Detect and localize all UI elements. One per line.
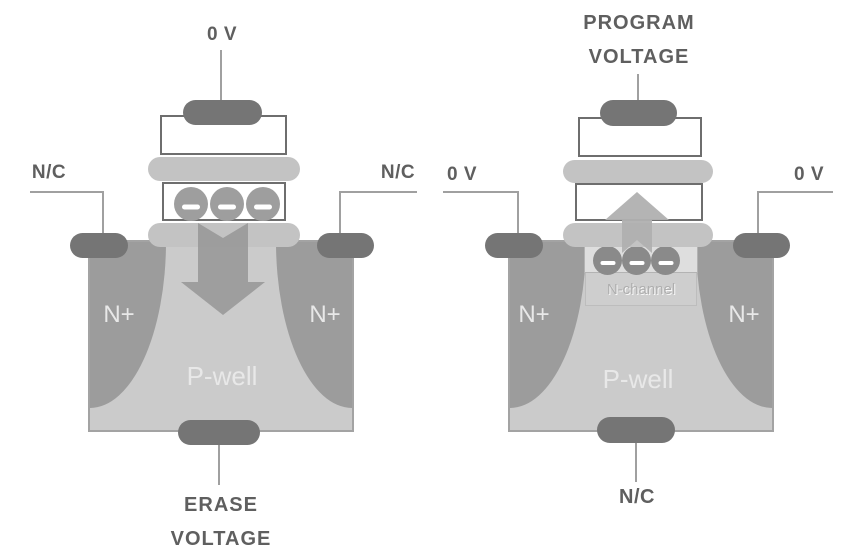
program-drain-wire-horizontal — [757, 191, 833, 193]
program-bulk-wire — [635, 443, 637, 482]
erase-nplus-source-label: N+ — [103, 301, 135, 328]
program-source-wire-horizontal — [443, 191, 519, 193]
erase-pwell-label: P-well — [186, 361, 258, 391]
erase-source-nc-label: N/C — [31, 162, 67, 183]
minus-icon — [658, 260, 673, 265]
minus-icon — [600, 260, 615, 265]
program-voltage-label: PROGRAM VOLTAGE — [559, 6, 719, 74]
electron-icon — [622, 246, 651, 275]
electron-icon — [246, 187, 280, 221]
program-nchannel-box: N-channel — [585, 273, 697, 306]
erase-voltage-label-line1: ERASE — [184, 494, 258, 516]
program-up-arrow-icon — [605, 192, 669, 253]
minus-icon — [629, 260, 644, 265]
erase-source-wire-horizontal — [30, 191, 104, 193]
erase-inter-gate-oxide — [148, 157, 300, 181]
program-source-wire-vertical — [517, 191, 519, 235]
program-nplus-drain-label: N+ — [728, 301, 760, 328]
minus-icon — [254, 204, 272, 210]
erase-bulk-contact — [178, 420, 260, 445]
program-source-contact — [485, 233, 543, 258]
erase-drain-nc-label: N/C — [380, 162, 416, 183]
electron-icon — [651, 246, 680, 275]
program-gate-contact — [600, 100, 677, 126]
erase-gate-wire — [220, 50, 222, 103]
electron-icon — [174, 187, 208, 221]
program-drain-wire-vertical — [757, 191, 759, 235]
minus-icon — [182, 204, 200, 210]
erase-voltage-label: ERASE VOLTAGE — [131, 488, 311, 556]
erase-down-arrow-icon — [181, 223, 265, 315]
program-nchannel-label: N-channel — [606, 280, 676, 298]
program-gate-wire — [637, 74, 639, 103]
program-drain-0v-label: 0 V — [793, 164, 825, 185]
program-voltage-label-line1: PROGRAM — [583, 12, 695, 34]
erase-bulk-wire — [218, 445, 220, 485]
program-bulk-nc-label: N/C — [619, 486, 655, 508]
erase-drain-wire-horizontal — [339, 191, 417, 193]
program-voltage-label-line2: VOLTAGE — [588, 46, 690, 68]
erase-source-contact — [70, 233, 128, 258]
erase-nplus-drain-label: N+ — [309, 301, 341, 328]
minus-icon — [218, 204, 236, 210]
program-pwell-label: P-well — [602, 364, 674, 394]
program-drain-contact — [733, 233, 790, 258]
electron-icon — [210, 187, 244, 221]
program-bulk-contact — [597, 417, 675, 443]
erase-voltage-label-line2: VOLTAGE — [170, 528, 272, 550]
program-nplus-source-label: N+ — [518, 301, 550, 328]
erase-gate-contact — [183, 100, 262, 125]
erase-drain-wire-vertical — [339, 191, 341, 235]
electron-icon — [593, 246, 622, 275]
program-inter-gate-oxide — [563, 160, 713, 183]
erase-source-wire-vertical — [102, 191, 104, 235]
program-source-0v-label: 0 V — [446, 164, 478, 185]
erase-gate-voltage-label: 0 V — [206, 24, 238, 45]
erase-drain-contact — [317, 233, 374, 258]
